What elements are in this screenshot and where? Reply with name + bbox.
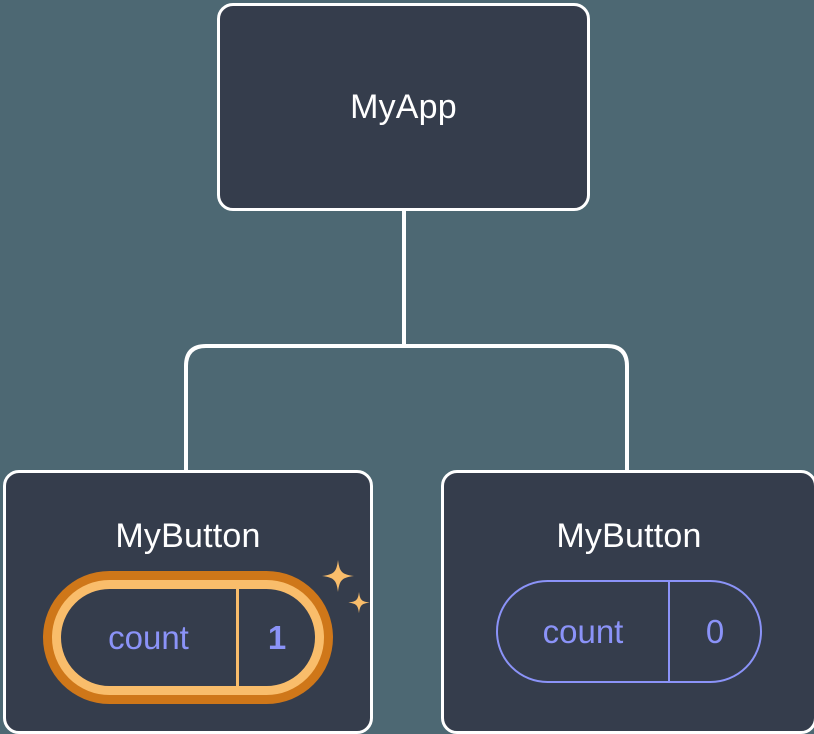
- state-pill-left[interactable]: count 1: [52, 580, 324, 695]
- state-pill-right-wrap: count 0: [496, 580, 762, 683]
- node-mybutton-left[interactable]: MyButton count 1: [3, 470, 373, 734]
- state-pill-right-key: count: [498, 582, 670, 681]
- state-pill-left-key: count: [61, 589, 239, 686]
- connector-branch-bus: [184, 344, 629, 470]
- node-myapp[interactable]: MyApp: [217, 3, 590, 211]
- sparkle-small-icon: [348, 592, 370, 614]
- state-pill-right[interactable]: count 0: [496, 580, 762, 683]
- state-pill-left-value: 1: [267, 618, 287, 656]
- sparkle-large-icon: [322, 560, 354, 592]
- sparkle-icons: [322, 560, 370, 614]
- node-mybutton-right-title: MyButton: [556, 517, 702, 555]
- node-myapp-title: MyApp: [350, 87, 457, 126]
- state-pill-left-wrap: count 1: [52, 560, 370, 695]
- state-pill-right-value: 0: [705, 612, 725, 650]
- node-mybutton-left-title: MyButton: [115, 517, 261, 555]
- node-mybutton-right[interactable]: MyButton count 0: [441, 470, 814, 734]
